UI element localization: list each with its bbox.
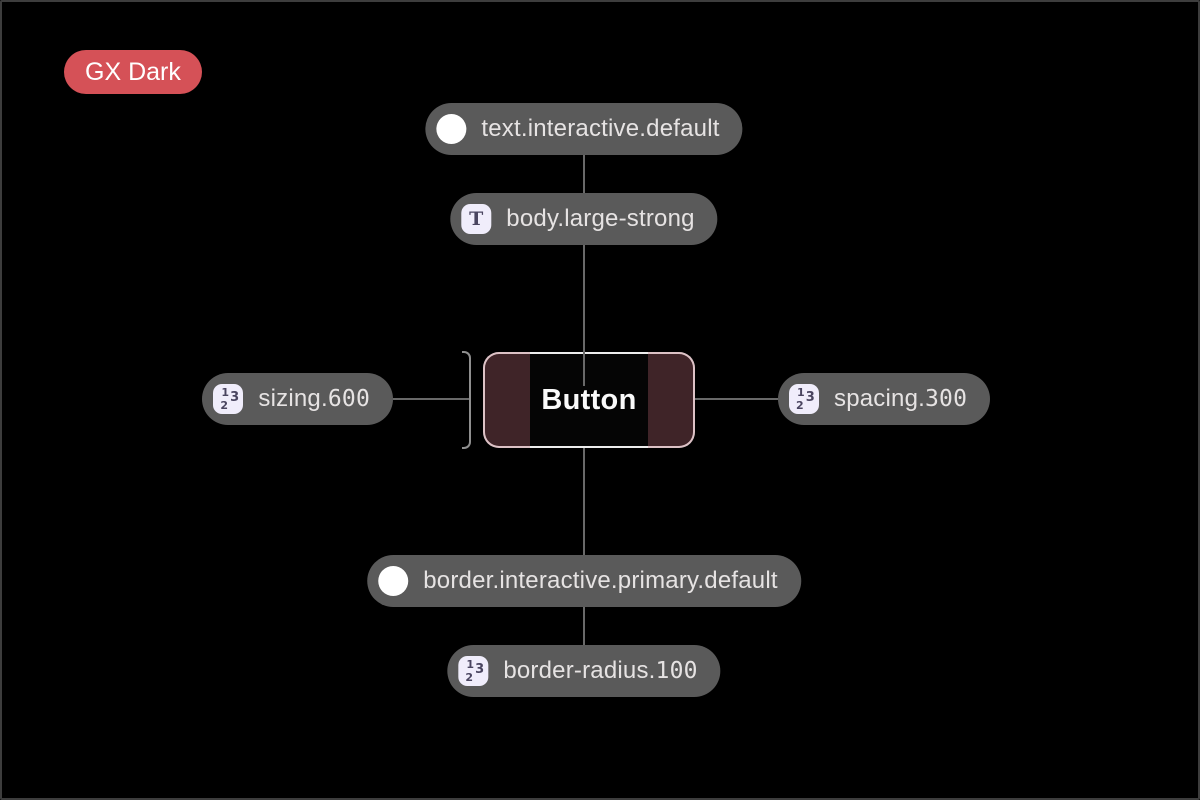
number-icon: 1 2 3 [458,656,489,686]
connector-line-right [695,398,778,400]
number-icon: 1 2 3 [213,384,244,414]
number-icon: 1 2 3 [789,384,819,414]
connector-line-left [393,398,469,400]
connector-line-inner [583,352,585,386]
height-bracket [462,351,471,449]
token-pill-spacing[interactable]: 1 2 3 spacing.300 [778,373,991,425]
token-name: sizing.600 [258,385,370,412]
connector-line-top [583,155,585,352]
button-label: Button [541,383,637,416]
token-pill-sizing[interactable]: 1 2 3 sizing.600 [202,373,393,425]
token-pill-typography[interactable]: T body.large-strong [450,193,718,245]
color-swatch-icon [378,566,409,596]
token-name: border-radius.100 [503,657,698,684]
connector-line-bottom [583,448,585,645]
typography-icon: T [461,204,492,234]
button-component[interactable]: Button [483,352,695,448]
theme-badge[interactable]: GX Dark [64,50,202,94]
token-name: text.interactive.default [481,115,720,142]
token-pill-text-color[interactable]: text.interactive.default [425,103,743,155]
token-name: spacing.300 [834,385,968,412]
token-name: body.large-strong [506,205,695,232]
padding-highlight-left [483,352,530,448]
token-name: border.interactive.primary.default [423,567,778,594]
token-pill-border-radius[interactable]: 1 2 3 border-radius.100 [447,645,721,697]
color-swatch-icon [436,114,467,144]
token-pill-border-color[interactable]: border.interactive.primary.default [367,555,801,607]
padding-highlight-right [648,352,695,448]
